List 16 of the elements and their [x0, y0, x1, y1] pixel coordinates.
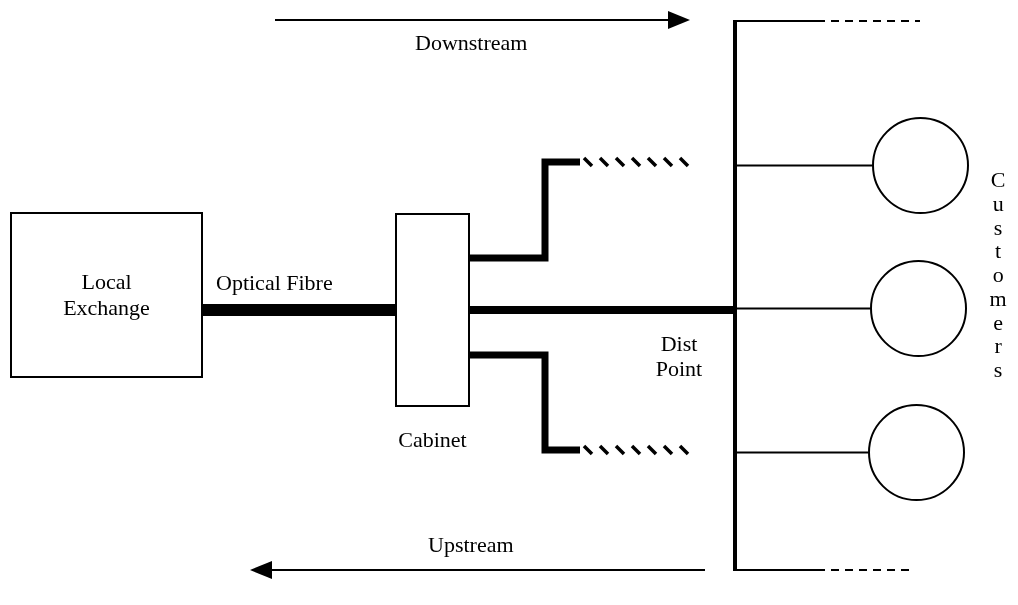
cable-line — [203, 304, 395, 316]
cable-line — [470, 351, 690, 456]
flow-label: Upstream — [428, 532, 514, 558]
line-connector — [736, 164, 873, 167]
line-connector — [736, 451, 869, 454]
distribution-bus — [733, 20, 737, 571]
node-label: Cabinet — [397, 427, 468, 453]
node-label: Local Exchange — [63, 269, 150, 320]
flow-label: Downstream — [415, 30, 528, 56]
line-connector — [734, 20, 921, 22]
node-caption: Dist Point — [654, 331, 704, 382]
line-connector — [736, 307, 871, 310]
vertical-label: Customers — [988, 168, 1014, 382]
exchange-box — [10, 212, 203, 378]
cable-line — [470, 156, 690, 262]
cable-line — [470, 306, 733, 314]
